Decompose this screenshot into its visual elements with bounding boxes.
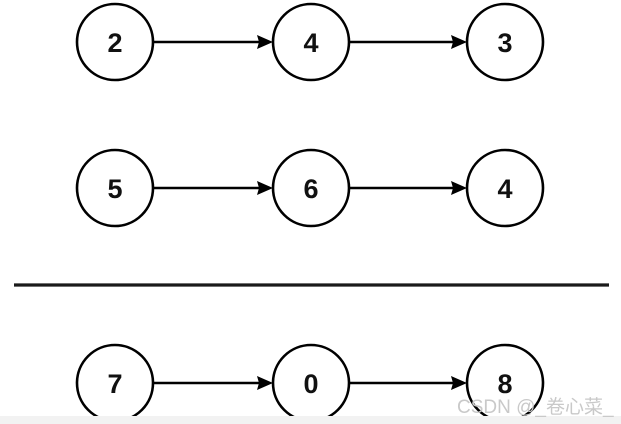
node-label: 2 bbox=[107, 28, 122, 58]
node-row3-1[interactable]: 7 bbox=[75, 343, 155, 423]
edge-row2-2 bbox=[350, 181, 467, 195]
row-2-group: 5 6 4 bbox=[75, 148, 545, 228]
edge-row3-2 bbox=[350, 376, 467, 390]
node-circle[interactable] bbox=[75, 2, 155, 82]
node-label: 8 bbox=[497, 369, 512, 399]
arrow-head-icon bbox=[451, 35, 467, 49]
edge-row2-1 bbox=[154, 181, 273, 195]
row-1-group: 2 4 3 bbox=[75, 2, 545, 82]
node-row1-1[interactable]: 2 bbox=[75, 2, 155, 82]
node-label: 0 bbox=[303, 369, 318, 399]
csdn-watermark: CSDN @_卷心菜_ bbox=[457, 396, 614, 418]
arrow-head-icon bbox=[257, 181, 273, 195]
node-row1-2[interactable]: 4 bbox=[271, 2, 351, 82]
node-circle[interactable] bbox=[271, 148, 351, 228]
node-circle[interactable] bbox=[465, 2, 545, 82]
arrow-head-icon bbox=[257, 376, 273, 390]
node-row2-1[interactable]: 5 bbox=[75, 148, 155, 228]
edge-row1-2 bbox=[350, 35, 467, 49]
edge-row1-1 bbox=[154, 35, 273, 49]
arrow-head-icon bbox=[451, 376, 467, 390]
node-label: 4 bbox=[303, 28, 318, 58]
row-3-group: 7 0 8 bbox=[75, 343, 545, 423]
node-label: 7 bbox=[107, 369, 122, 399]
node-row2-3[interactable]: 4 bbox=[465, 148, 545, 228]
node-row2-2[interactable]: 6 bbox=[271, 148, 351, 228]
node-circle[interactable] bbox=[75, 148, 155, 228]
bottom-band bbox=[0, 416, 621, 424]
arrow-head-icon bbox=[451, 181, 467, 195]
node-label: 6 bbox=[303, 174, 318, 204]
node-label: 5 bbox=[107, 174, 122, 204]
node-row3-2[interactable]: 0 bbox=[271, 343, 351, 423]
node-label: 4 bbox=[497, 174, 512, 204]
arrow-head-icon bbox=[257, 35, 273, 49]
node-circle[interactable] bbox=[271, 2, 351, 82]
node-row1-3[interactable]: 3 bbox=[465, 2, 545, 82]
edge-row3-1 bbox=[154, 376, 273, 390]
node-label: 3 bbox=[497, 28, 512, 58]
node-circle[interactable] bbox=[465, 148, 545, 228]
